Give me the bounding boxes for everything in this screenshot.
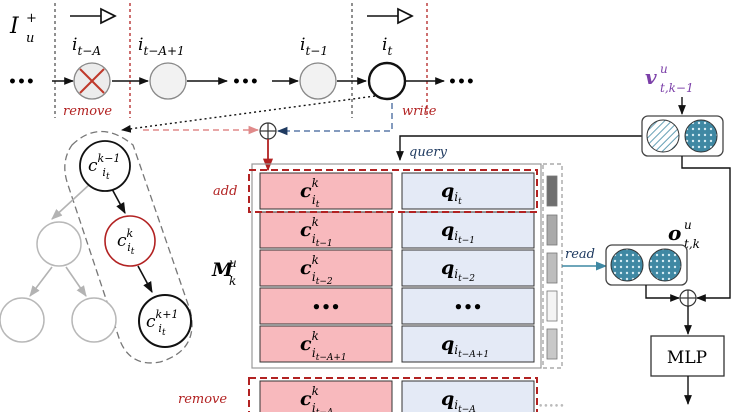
- tree-node-parent: [79, 140, 131, 192]
- memory-code-cell: [259, 380, 393, 412]
- remove-label-top: remove: [63, 104, 112, 119]
- row-indicator: [546, 252, 558, 284]
- memory-code-cell: [259, 325, 393, 363]
- seq-node-1: [149, 62, 187, 100]
- tree-edge-grey-1: [51, 183, 91, 220]
- svg-text:u: u: [26, 31, 34, 46]
- o-to-plus-arrow: [645, 285, 680, 302]
- row-indicator: [546, 175, 558, 207]
- row-indicator: [546, 290, 558, 322]
- tree-edge-grey-3: [65, 266, 87, 297]
- svg-text:u: u: [229, 256, 237, 270]
- tree-node-grey-3: [71, 297, 117, 343]
- memory-query-cell: [401, 380, 535, 412]
- tree-edge-2: [137, 265, 153, 293]
- tree-edge-1: [111, 188, 126, 214]
- write-dotted-arrow: [121, 95, 376, 133]
- memory-code-cell: [259, 287, 393, 325]
- watermark: •••••: [538, 402, 565, 412]
- combine-plus-right: [679, 289, 697, 307]
- svg-text:o: o: [668, 221, 681, 245]
- memory-query-cell: [401, 287, 535, 325]
- query-label: query: [409, 145, 448, 160]
- sequence-ellipsis-right: •••: [448, 74, 475, 90]
- memory-outer-frame: [251, 163, 542, 369]
- query-arrow: [396, 135, 642, 161]
- remove-label-bottom: remove: [178, 392, 227, 407]
- memory-query-label: qit−A: [441, 388, 476, 412]
- svg-text:t,k: t,k: [684, 237, 700, 251]
- svg-text:u: u: [660, 62, 668, 76]
- memory-query-cell: [401, 211, 535, 249]
- add-label: add: [213, 184, 237, 199]
- seq-node-current: [367, 61, 407, 101]
- seq-label-0: it−A: [72, 35, 101, 58]
- tree-node-current: [104, 215, 156, 267]
- add-row-highlight: [248, 169, 538, 213]
- row-indicator: [546, 328, 558, 360]
- svg-text:t,k−1: t,k−1: [660, 81, 694, 95]
- svg-text:I: I: [9, 14, 20, 39]
- memory-code-cell: [259, 172, 393, 210]
- memory-query-label: qit: [441, 180, 462, 207]
- v-to-plus-arrow: [681, 156, 731, 302]
- row-indicator: [546, 214, 558, 246]
- svg-text:MLP: MLP: [667, 348, 707, 368]
- svg-text:M: M: [211, 259, 234, 281]
- svg-text:v: v: [645, 65, 657, 89]
- sequence-ellipsis-left: •••: [8, 74, 35, 90]
- tree-node-child: [138, 294, 192, 348]
- o-embedding-block: [605, 244, 688, 286]
- memory-query-label: qit−2: [441, 257, 475, 284]
- tree-node-grey-1: [36, 221, 82, 267]
- memory-ellipsis-query: •••: [454, 298, 483, 316]
- svg-text:+: +: [26, 11, 37, 26]
- read-label: read: [565, 247, 595, 262]
- query-dashed-arrow: [276, 103, 393, 136]
- sequence-ellipsis-middle: •••: [232, 74, 259, 90]
- seq-node-2: [299, 62, 337, 100]
- write-label: write: [402, 104, 437, 119]
- mlp-block: MLP: [650, 335, 725, 377]
- tree-node-grey-2: [0, 297, 45, 343]
- memory-label: M u k: [211, 256, 237, 288]
- remove-row-highlight: [248, 377, 538, 412]
- memory-query-cell: [401, 249, 535, 287]
- seq-node-removed: [73, 62, 111, 100]
- tree-edge-grey-2: [29, 266, 53, 297]
- memory-query-cell: [401, 172, 535, 210]
- memory-query-label: qit−A+1: [441, 333, 489, 360]
- memory-code-cell: [259, 211, 393, 249]
- seq-label-3: it: [382, 35, 392, 58]
- v-embedding-block: [641, 115, 724, 157]
- memory-ellipsis-code: •••: [312, 298, 341, 316]
- combine-plus-top: [259, 122, 277, 140]
- seq-label-1: it−A+1: [138, 35, 185, 58]
- memory-code-cell: [259, 249, 393, 287]
- o-label: o u t,k: [668, 218, 700, 251]
- seq-label-2: it−1: [300, 35, 328, 58]
- svg-text:k: k: [229, 274, 236, 288]
- memory-query-cell: [401, 325, 535, 363]
- tree-path-highlight: [64, 131, 193, 364]
- memory-query-label: qit−1: [441, 219, 475, 246]
- sequence-title: I + u: [9, 11, 37, 46]
- v-label: v u t,k−1: [645, 62, 694, 95]
- svg-text:u: u: [684, 218, 692, 232]
